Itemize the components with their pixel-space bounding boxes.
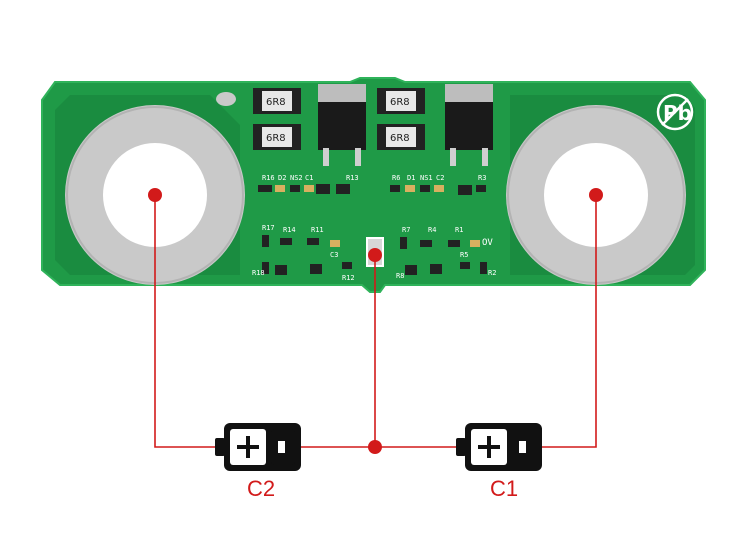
svg-text:R2: R2: [488, 269, 496, 277]
svg-text:NS2: NS2: [290, 174, 303, 182]
svg-text:R6: R6: [392, 174, 400, 182]
right-pad-dot: [589, 188, 603, 202]
svg-text:R12: R12: [342, 274, 355, 282]
wiring: [154, 195, 597, 448]
mosfet-right: [445, 84, 493, 166]
svg-text:Pb: Pb: [663, 101, 692, 125]
svg-text:OV: OV: [482, 238, 493, 248]
silkscreen-labels: R16 D2 NS2 C1 R13 R6 D1 NS1 C2 R3 R17 R1…: [252, 174, 496, 282]
resistor-top-right: 6R8: [377, 88, 425, 114]
resistor-top-left: 6R8: [253, 88, 301, 114]
resistor-bottom-left: 6R8: [253, 124, 301, 150]
svg-text:D2: D2: [278, 174, 286, 182]
svg-text:R7: R7: [402, 226, 410, 234]
smd-components: [258, 184, 487, 275]
svg-text:R4: R4: [428, 226, 436, 234]
cell-label-c2: C2: [247, 476, 275, 501]
svg-text:R11: R11: [311, 226, 324, 234]
svg-text:NS1: NS1: [420, 174, 433, 182]
left-pad-dot: [148, 188, 162, 202]
junction-dot: [368, 440, 382, 454]
svg-text:6R8: 6R8: [266, 97, 286, 108]
svg-text:R5: R5: [460, 251, 468, 259]
svg-text:6R8: 6R8: [390, 97, 410, 108]
svg-text:R17: R17: [262, 224, 275, 232]
svg-text:D1: D1: [407, 174, 415, 182]
svg-text:R14: R14: [283, 226, 296, 234]
svg-text:R16: R16: [262, 174, 275, 182]
mosfet-left: [318, 84, 366, 166]
svg-text:C2: C2: [436, 174, 444, 182]
cell-label-c1: C1: [490, 476, 518, 501]
svg-text:R1: R1: [455, 226, 463, 234]
mount-hole: [216, 92, 236, 106]
center-tap-dot: [368, 248, 382, 262]
svg-text:R8: R8: [396, 272, 404, 280]
svg-text:R18: R18: [252, 269, 265, 277]
svg-text:6R8: 6R8: [266, 133, 286, 144]
svg-text:R3: R3: [478, 174, 486, 182]
svg-text:6R8: 6R8: [390, 133, 410, 144]
svg-text:R13: R13: [346, 174, 359, 182]
battery-icon: [456, 423, 542, 471]
svg-text:C1: C1: [305, 174, 313, 182]
battery-icon: [215, 423, 301, 471]
svg-text:C3: C3: [330, 251, 338, 259]
pb-free-logo: Pb: [656, 93, 694, 131]
resistor-bottom-right: 6R8: [377, 124, 425, 150]
